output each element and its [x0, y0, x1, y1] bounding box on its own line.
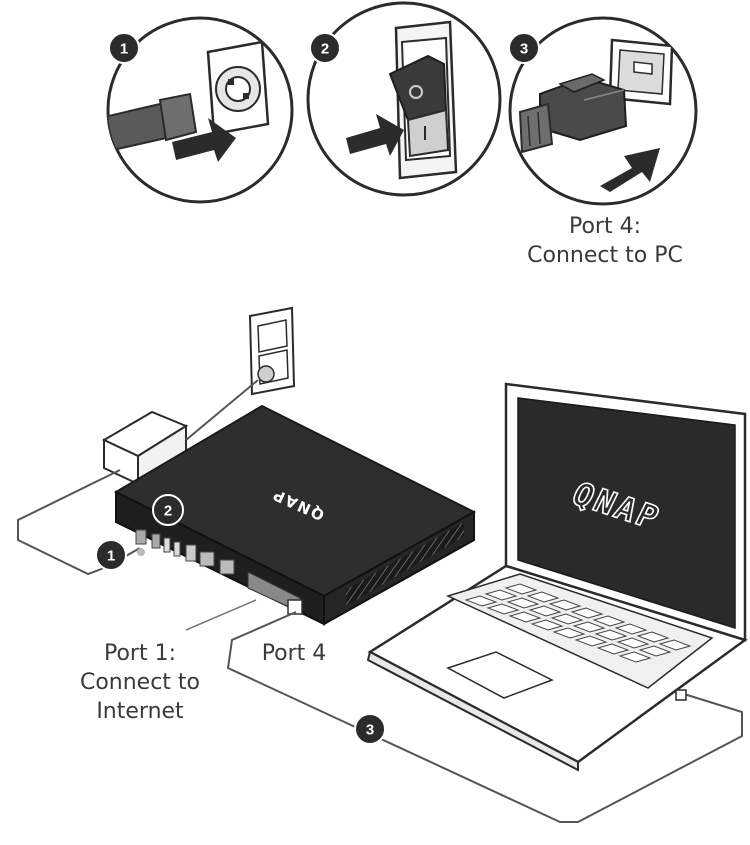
port1-label: Port 1: Connect to Internet — [66, 639, 214, 726]
step-3-panel — [508, 16, 698, 206]
step-2-panel — [306, 1, 502, 197]
power-plug-icon — [108, 40, 270, 162]
laptop-ethernet-port — [675, 689, 687, 701]
port1-label-line2: Connect to — [79, 670, 201, 695]
ethernet-cable — [226, 611, 743, 823]
svg-text:1: 1 — [120, 41, 128, 58]
keyboard-keys — [464, 583, 692, 663]
step-1-panel — [106, 16, 294, 204]
port1-label-line1: Port 1: — [103, 641, 176, 666]
pc-port-label: Port 4: Connect to PC — [520, 212, 690, 270]
step-badge-2: 2 — [309, 32, 341, 64]
svg-text:2: 2 — [321, 41, 329, 58]
scene-badge-1: 1 — [95, 539, 127, 571]
svg-text:3: 3 — [520, 41, 528, 58]
device-ports — [135, 529, 303, 615]
step-badge-1: 1 — [108, 32, 140, 64]
svg-text:2: 2 — [164, 503, 172, 520]
pc-port-label-line2: Connect to PC — [527, 243, 683, 268]
svg-text:3: 3 — [366, 722, 374, 739]
port4-label-text: Port 4 — [261, 641, 327, 666]
scene-badge-2: 2 — [152, 494, 184, 526]
scene-badge-3: 3 — [354, 713, 386, 745]
wall-outlet — [248, 306, 296, 396]
step-badge-3: 3 — [508, 32, 540, 64]
port1-label-line3: Internet — [96, 699, 184, 724]
port1-leader — [185, 599, 257, 631]
pc-port-label-line1: Port 4: — [568, 214, 641, 239]
laptop-trackpad — [446, 651, 554, 699]
svg-text:1: 1 — [107, 548, 115, 565]
power-switch-icon — [346, 20, 458, 180]
laptop: QNAP — [366, 382, 748, 772]
ethernet-plug-icon — [518, 38, 674, 192]
port4-label: Port 4 — [252, 639, 336, 668]
